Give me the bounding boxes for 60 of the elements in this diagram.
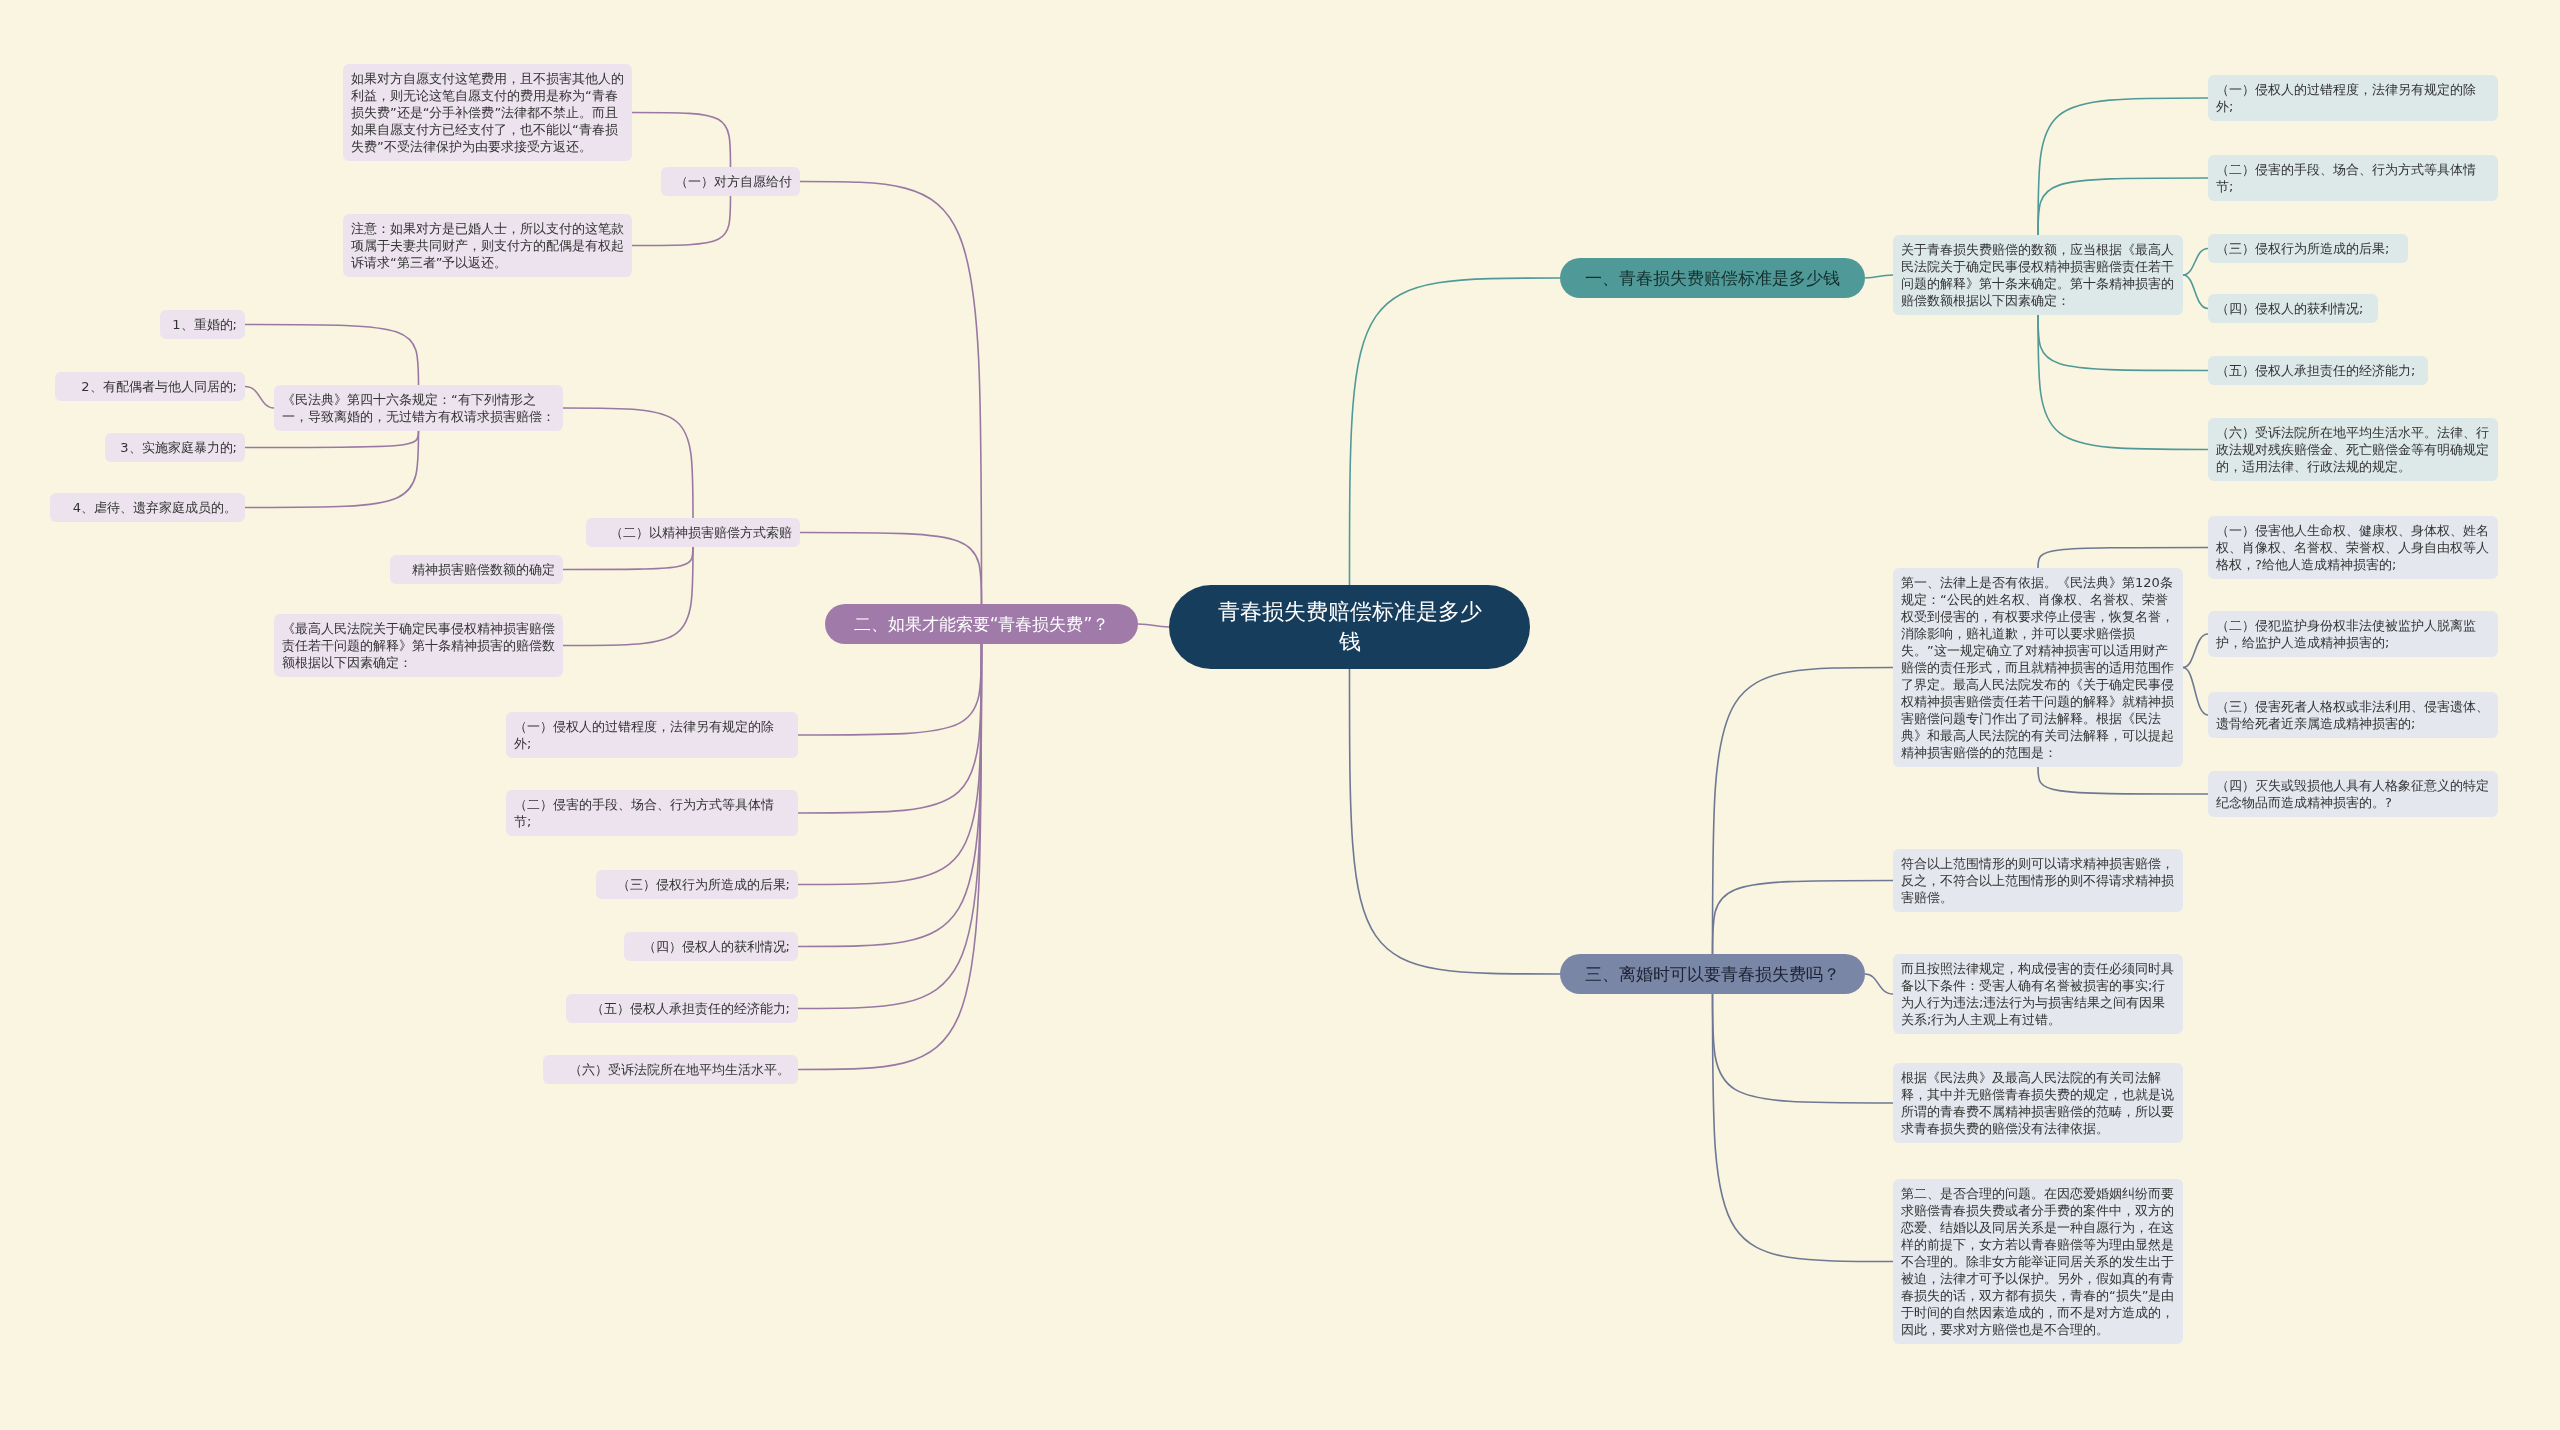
connector-line (244, 323, 420, 386)
topic-card: （一）侵权人的过错程度，法律另有规定的除外; (2208, 75, 2498, 121)
connector-line (562, 546, 694, 647)
topic-card: 符合以上范围情形的则可以请求精神损害赔偿，反之，不符合以上范围情形的则不得请求精神损害赔偿。 (1893, 849, 2183, 912)
topic-card: （二）侵害的手段、场合、行为方式等具体情节; (506, 790, 798, 836)
topic-card: （二）以精神损害赔偿方式索赔 (586, 518, 800, 547)
connector-line (2037, 546, 2209, 569)
central-topic: 青春损失费赔偿标准是多少钱 (1169, 585, 1530, 669)
topic-card: （六）受诉法院所在地平均生活水平。法律、行政法规对残疾赔偿金、死亡赔偿金等有明确规定的，适用法律、行政法规的规定。 (2208, 418, 2498, 481)
branch-topic: 三、离婚时可以要青春损失费吗？ (1560, 954, 1865, 994)
topic-card: （四）侵权人的获利情况; (624, 932, 798, 961)
topic-card: 第一、法律上是否有依据。《民法典》第120条规定：“公民的姓名权、肖像权、名誉权、荣誉权受到侵害的，有权要求停止侵害，恢复名誉，消除影响，赔礼道歉，并可以要求赔偿损失。”这一规定确立了对精神损害可以适用财产赔偿的责任形式，而且就精神损害的适用范围作了界定。最高人民法院发布的《关于确定民事侵权精神损害赔偿责任若干问题的解释》就精神损害赔偿问题专门作出了司法解释。根据《民法典》和最高人民法院的有关司法解释，可以提起精神损害赔偿的的范围是： (1893, 568, 2183, 767)
topic-card: 根据《民法典》及最高人民法院的有关司法解释，其中并无赔偿青春损失费的规定，也就是说所谓的青春费不属精神损害赔偿的范畴，所以要求青春损失费的赔偿没有法律依据。 (1893, 1063, 2183, 1143)
topic-card: 2、有配偶者与他人同居的; (55, 372, 245, 401)
connector-line (1348, 668, 1561, 975)
connector-line (1137, 623, 1170, 628)
topic-card: 关于青春损失费赔偿的数额，应当根据《最高人民法院关于确定民事侵权精神损害赔偿责任若干问题的解释》第十条来确定。第十条精神损害的赔偿数额根据以下因素确定： (1893, 235, 2183, 315)
connector-line (244, 385, 275, 409)
connector-line (2037, 766, 2209, 795)
connector-line (2182, 666, 2209, 716)
topic-card: 《最高人民法院关于确定民事侵权精神损害赔偿责任若干问题的解释》第十条精神损害的赔偿数额根据以下因素确定： (274, 614, 563, 677)
branch-topic: 一、青春损失费赔偿标准是多少钱 (1560, 258, 1865, 298)
topic-card: （一）侵害他人生命权、健康权、身体权、姓名权、肖像权、名誉权、荣誉权、人身自由权等人格权，?给他人造成精神损害的; (2208, 516, 2498, 579)
topic-card: （三）侵权行为所造成的后果; (596, 870, 798, 899)
topic-card: 注意：如果对方是已婚人士，所以支付的这笔款项属于夫妻共同财产，则支付方的配偶是有权起诉请求“第三者”予以返还。 (343, 214, 632, 277)
topic-card: （二）侵害的手段、场合、行为方式等具体情节; (2208, 155, 2498, 201)
connector-line (244, 430, 420, 509)
connector-line (1348, 277, 1561, 586)
topic-card: （五）侵权人承担责任的经济能力; (566, 994, 798, 1023)
topic-card: 3、实施家庭暴力的; (105, 433, 245, 462)
topic-card: 第二、是否合理的问题。在因恋爱婚姻纠纷而要求赔偿青春损失费或者分手费的案件中，双方的恋爱、结婚以及同居关系是一种自愿行为，在这样的前提下，女方若以青春赔偿等为理由显然是不合理的。除非女方能举证同居关系的发生出于被迫，法律才可予以保护。另外，假如真的有青春损失的话，双方都有损失，青春的“损失”是由于时间的自然因素造成的，而不是对方造成的，因此，要求对方赔偿也是不合理的。 (1893, 1179, 2183, 1344)
topic-card: （四）侵权人的获利情况; (2208, 294, 2378, 323)
topic-card: （五）侵权人承担责任的经济能力; (2208, 356, 2428, 385)
topic-card: 《民法典》第四十六条规定：“有下列情形之一，导致离婚的，无过错方有权请求损害赔偿： (274, 385, 563, 431)
topic-card: （一）侵权人的过错程度，法律另有规定的除外; (506, 712, 798, 758)
topic-card: 而且按照法律规定，构成侵害的责任必须同时具备以下条件：受害人确有名誉被损害的事实;行为人行为违法;违法行为与损害结果之间有因果关系;行为人主观上有过错。 (1893, 954, 2183, 1034)
topic-card: （四）灭失或毁损他人具有人格象征意义的特定纪念物品而造成精神损害的。? (2208, 771, 2498, 817)
connector-line (1864, 274, 1894, 279)
branch-topic: 二、如果才能索要“青春损失费”？ (825, 604, 1138, 644)
topic-card: （三）侵害死者人格权或非法利用、侵害遗体、遗骨给死者近亲属造成精神损害的; (2208, 692, 2498, 738)
connector-line (1711, 879, 1894, 955)
topic-card: 如果对方自愿支付这笔费用，且不损害其他人的利益，则无论这笔自愿支付的费用是称为“青春损失费”还是“分手补偿费”法律都不禁止。而且如果自愿支付方已经支付了，也不能以“青春损失费”不受法律保护为由要求接受方返还。 (343, 64, 632, 161)
connector-line (2037, 177, 2209, 236)
connector-line (631, 195, 732, 247)
connector-line (1711, 993, 1894, 1263)
topic-card: 4、虐待、遗弃家庭成员的。 (50, 493, 245, 522)
topic-card: （三）侵权行为所造成的后果; (2208, 234, 2408, 263)
topic-card: 1、重婚的; (160, 310, 245, 339)
connector-line (799, 531, 983, 605)
topic-card: （二）侵犯监护身份权非法使被监护人脱离监护，给监护人造成精神损害的; (2208, 611, 2498, 657)
connector-line (2037, 314, 2209, 451)
connector-line (2182, 274, 2209, 310)
connector-line (2182, 633, 2209, 669)
connector-line (1864, 973, 1894, 995)
connector-line (631, 111, 732, 168)
connector-line (2182, 247, 2209, 276)
connector-line (562, 407, 694, 519)
topic-card: （六）受诉法院所在地平均生活水平。 (543, 1055, 798, 1084)
topic-card: 精神损害赔偿数额的确定 (390, 555, 563, 584)
topic-card: （一）对方自愿给付 (661, 167, 800, 196)
